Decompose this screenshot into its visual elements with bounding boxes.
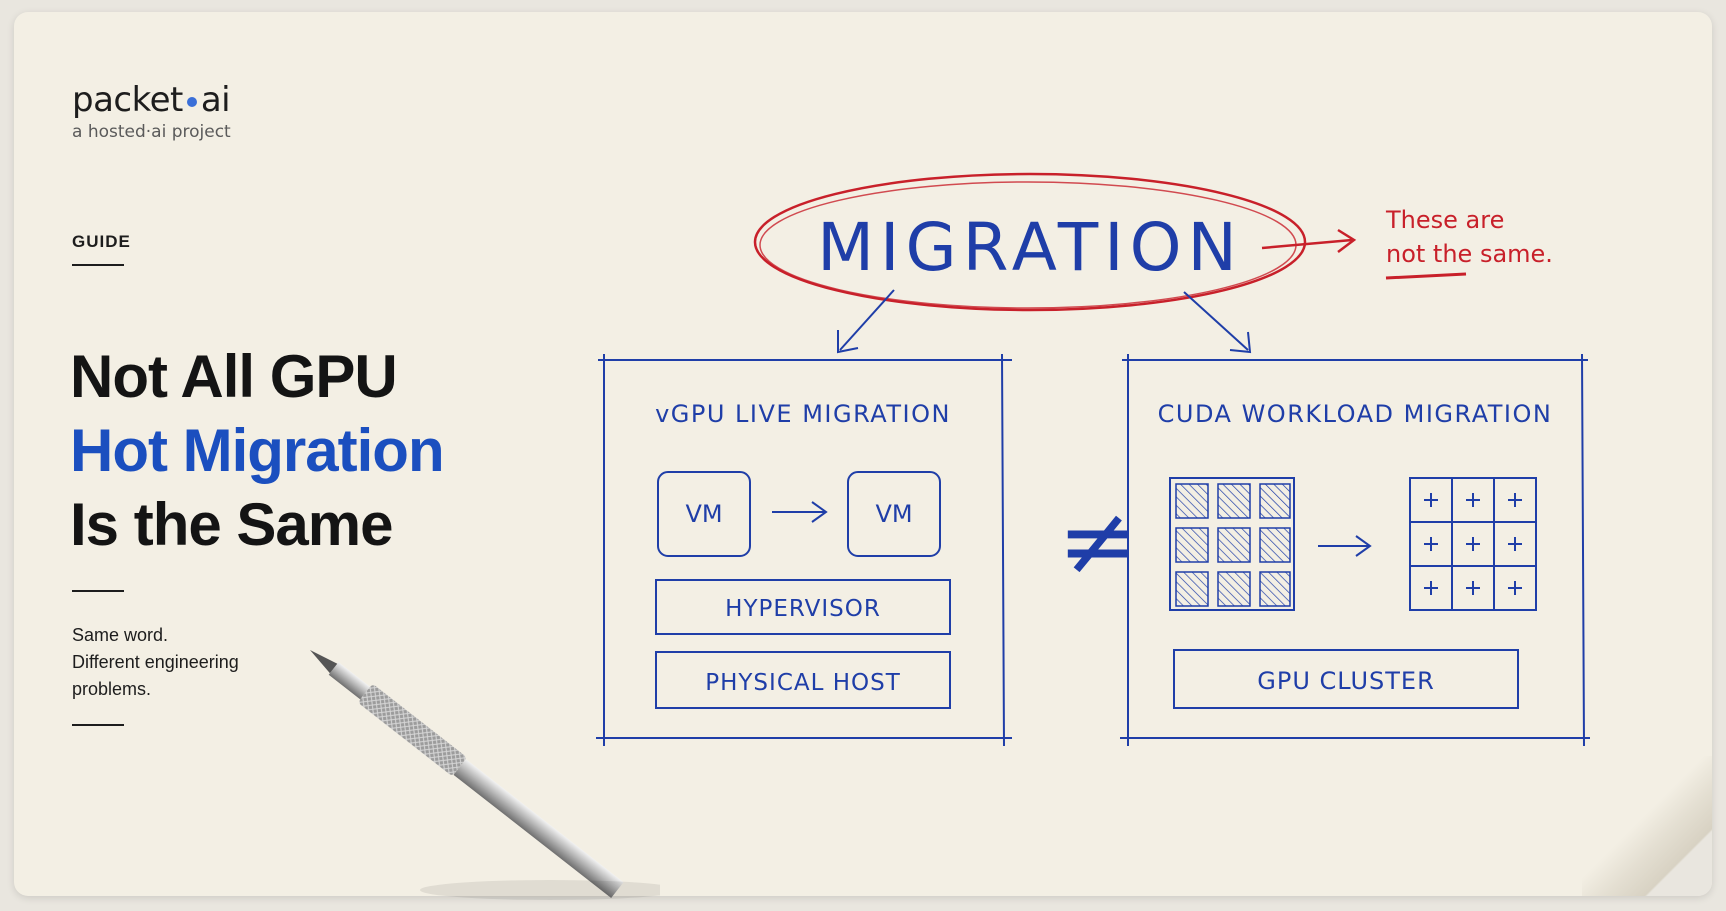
vgpu-box-title: vGPU LIVE MIGRATION	[655, 400, 951, 428]
tagline: Same word. Different engineering problem…	[72, 622, 239, 703]
source-gpu-grid	[1169, 477, 1295, 611]
gpu-cluster-layer	[1173, 649, 1519, 709]
page-title: Not All GPU Hot Migration Is the Same	[70, 340, 445, 562]
title-line-3: Is the Same	[70, 491, 393, 558]
not-equal-symbol: ≠	[1058, 485, 1138, 597]
tagline-line-3: problems.	[72, 679, 152, 699]
note-line-2: not the same.	[1386, 240, 1553, 268]
note-line-1: These are	[1385, 206, 1504, 234]
section-label: GUIDE	[72, 232, 131, 251]
vgpu-migration-box	[596, 353, 1012, 747]
tagline-line-1: Same word.	[72, 625, 169, 645]
brand-dot-icon	[186, 97, 197, 107]
arrow-right-head-icon	[1229, 331, 1252, 354]
page-curl	[1582, 756, 1712, 896]
divider-top	[72, 264, 124, 266]
note-arrow-line	[1261, 238, 1353, 250]
physical-host-label: PHYSICAL HOST	[705, 670, 901, 696]
tagline-line-2: Different engineering	[72, 652, 239, 672]
gpu-cluster-label: GPU CLUSTER	[1257, 667, 1435, 695]
arrow-right-line	[1183, 291, 1249, 351]
note-underline	[1385, 272, 1467, 280]
arrow-left-head-icon	[837, 330, 859, 354]
title-ellipse	[753, 172, 1307, 312]
vm-target-label: VM	[875, 500, 912, 528]
cuda-migration-box	[1120, 353, 1590, 747]
grid-arrow-icon	[1318, 535, 1372, 557]
vm-arrow-icon	[772, 501, 828, 523]
hypervisor-layer	[655, 579, 951, 635]
note-arrow-head-icon	[1337, 228, 1357, 253]
brand-name-right: ai	[200, 80, 231, 120]
cuda-box-title: CUDA WORKLOAD MIGRATION	[1158, 400, 1553, 428]
arrow-left-line	[839, 289, 895, 351]
divider-bottom	[72, 724, 124, 726]
brand-subtitle: a hosted·ai project	[72, 122, 231, 142]
pen-illustration	[310, 650, 660, 900]
vm-source-box	[657, 471, 751, 557]
vm-source-label: VM	[685, 500, 722, 528]
paper-background	[14, 12, 1712, 896]
vm-target-box	[847, 471, 941, 557]
title-line-2: Hot Migration	[70, 417, 445, 484]
physical-host-layer	[655, 651, 951, 709]
brand-logo: packet ai a hosted·ai project	[72, 80, 231, 142]
divider-middle	[72, 590, 124, 592]
target-gpu-grid	[1409, 477, 1537, 611]
brand-name-left: packet	[72, 80, 183, 120]
hypervisor-label: HYPERVISOR	[725, 596, 881, 622]
diagram-title: MIGRATION	[817, 209, 1243, 286]
title-line-1: Not All GPU	[70, 343, 398, 410]
